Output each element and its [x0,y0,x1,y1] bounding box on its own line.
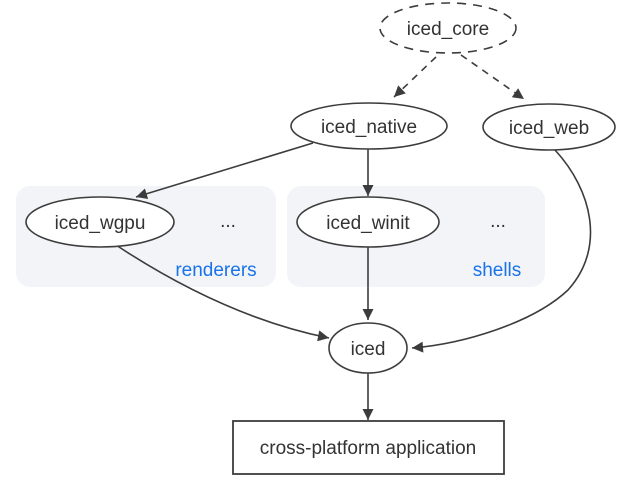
edge-iced-native-to-iced-wgpu [135,142,314,200]
edge-iced-core-to-iced-native [393,56,437,98]
node-iced-native-ellipse [290,102,448,150]
node-iced-winit-ellipse [296,196,440,248]
node-application-label: cross-platform application [260,438,476,459]
renderers-group-label: renderers [175,260,256,281]
edge-iced-core-to-iced-web [460,54,525,100]
edge-iced-web-to-iced [411,149,592,353]
node-iced-label: iced [351,339,386,360]
shells-group-label: shells [473,260,522,281]
edge-iced-wgpu-to-iced [115,244,330,342]
node-iced-ellipse [328,322,408,374]
node-iced-core-label: iced_core [407,19,489,40]
shells-ellipsis: ... [490,211,506,232]
renderers-ellipsis: ... [220,211,236,232]
node-iced-wgpu-label: iced_wgpu [55,213,146,234]
node-iced-wgpu-ellipse [25,196,175,248]
node-iced-web-ellipse [482,103,616,151]
node-iced-core-ellipse [379,2,517,54]
node-application-rect [232,420,505,475]
node-iced-winit-label: iced_winit [326,213,410,234]
node-iced-web-label: iced_web [509,118,589,139]
node-iced-native-label: iced_native [321,117,417,138]
